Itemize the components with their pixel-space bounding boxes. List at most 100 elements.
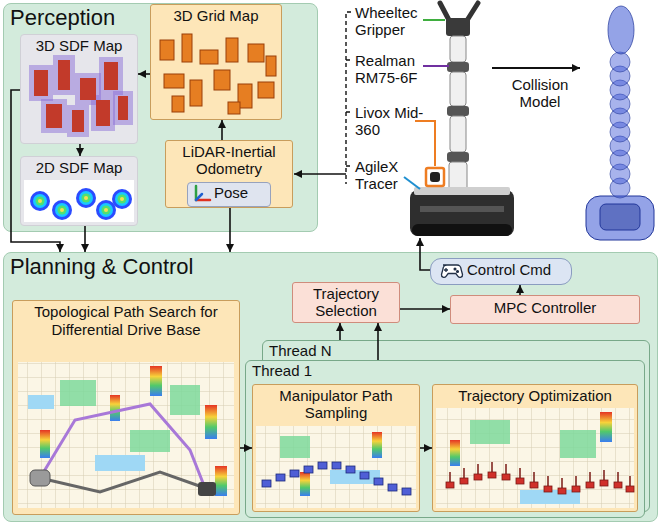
sampling-illustration-part <box>330 470 380 484</box>
optimization-illustration-part <box>450 440 460 466</box>
node-title: LiDAR-Inertial Odometry <box>170 143 288 177</box>
leader-lines-part <box>404 177 420 189</box>
leader-lines-part <box>423 19 445 21</box>
optimization-illustration-part-part <box>614 482 622 488</box>
optimization-illustration-part-part <box>544 486 552 492</box>
perception-panel: Perception3D SDF Map3D Grid Map2D SDF Ma… <box>3 3 318 232</box>
node-title: Control Cmd <box>467 259 565 281</box>
sdf-3d-illustration-part <box>34 70 48 96</box>
pose-axes-icon-part <box>196 199 210 202</box>
optimization-illustration-part <box>446 472 634 494</box>
command-box: Control Cmd <box>430 258 572 285</box>
sampling-illustration-part-part <box>304 466 313 473</box>
robot-illustration-part <box>410 190 514 236</box>
node-title: Planning & Control <box>10 254 651 280</box>
sdf-3d-illustration-part <box>104 62 118 90</box>
leader-lines-part <box>423 65 449 67</box>
robot-illustration-part <box>426 168 444 186</box>
pose-axes-icon-part <box>195 186 198 200</box>
robot-illustration-part <box>447 62 469 72</box>
collision-model-illustration-part <box>608 6 634 54</box>
robot-illustration-part <box>430 172 440 182</box>
optimization-illustration-part-part <box>449 472 451 482</box>
sdf-2d-illustration-part <box>55 203 69 217</box>
node-title: Manipulator Path Sampling <box>257 387 415 421</box>
pose-axes-icon-part <box>196 194 202 200</box>
grid-map-illustration-part <box>258 82 274 98</box>
topological-illustration-part <box>40 430 50 458</box>
robot-illustration-part <box>412 224 512 236</box>
node-title: 2D SDF Map <box>25 159 133 176</box>
topological-illustration-part <box>18 362 234 508</box>
robot-illustration-part <box>449 162 467 190</box>
controller-box: MPC Controller <box>450 295 640 324</box>
grid-map-illustration-part <box>228 102 240 114</box>
sampling-illustration-part-part <box>276 474 285 481</box>
node-title: Thread N <box>269 342 643 360</box>
optimization-illustration-part-part <box>572 486 580 492</box>
sdf-3d-illustration-part <box>72 110 84 132</box>
sdf-3d-illustration-part <box>46 104 62 128</box>
sdf-2d-illustration-part <box>115 192 129 206</box>
sdf-3d-illustration-part <box>118 96 128 120</box>
optimization-illustration-part-part <box>491 462 493 472</box>
optimization-illustration-part-part <box>502 474 510 480</box>
collision-model-illustration-part <box>610 164 630 184</box>
sensor-bracket-part <box>294 173 346 174</box>
sdf-3d-illustration-part <box>67 105 89 137</box>
sampling-illustration-part-part <box>388 484 397 491</box>
sampling-illustration-part-part <box>290 470 299 477</box>
topological-illustration-part <box>198 482 216 496</box>
sampling-illustration <box>256 426 416 508</box>
optimization-illustration-part-part <box>488 472 496 478</box>
robot-illustration-part <box>450 36 466 62</box>
optimization-illustration-part <box>450 462 630 488</box>
grid-map-illustration-part <box>266 56 276 76</box>
optimization-illustration-part-part <box>575 476 577 486</box>
gamepad-icon-part <box>457 271 459 273</box>
flow-arrow <box>84 226 86 252</box>
map-box: 3D Grid Map <box>150 4 282 120</box>
collision-model-illustration-part <box>610 66 630 86</box>
optimization-illustration-part <box>560 430 596 458</box>
flow-arrow <box>79 144 81 156</box>
sdf-3d-illustration-part <box>99 57 123 95</box>
grid-map-illustration-part <box>200 50 218 64</box>
robot-illustration <box>410 3 514 236</box>
robot-illustration-part <box>447 106 469 116</box>
path-search-box: Topological Path Search for Differential… <box>12 300 240 515</box>
flow-arrow <box>519 285 521 295</box>
grid-map-illustration-part <box>214 70 230 90</box>
pose-box: Pose <box>187 182 271 207</box>
sdf-3d-illustration-part <box>53 55 75 95</box>
optimization-illustration-part-part <box>477 464 479 474</box>
optimization-illustration-part-part <box>474 474 482 480</box>
gamepad-icon-part <box>441 265 462 277</box>
part-label: Livox Mid-360 <box>355 104 429 138</box>
sdf-2d-illustration-part <box>60 208 64 212</box>
sdf-2d-illustration-part <box>52 200 72 220</box>
optimization-illustration-part-part <box>629 476 631 486</box>
sdf-2d-illustration-part <box>118 195 127 204</box>
grid-map-illustration-part <box>160 40 174 60</box>
optimization-illustration-part-part <box>558 488 566 494</box>
node-title: Trajectory Optimization <box>437 387 633 404</box>
sampling-illustration-part-part <box>374 478 383 485</box>
topological-illustration-part <box>205 405 217 439</box>
topological-illustration-part <box>110 395 120 421</box>
flow-arrow <box>138 73 150 75</box>
optimization-illustration-part <box>470 420 510 444</box>
sdf-2d-illustration-part <box>30 191 50 211</box>
thread-panel: Thread 1Manipulator Path SamplingTraject… <box>245 360 645 518</box>
optimization-illustration-part-part <box>516 478 524 484</box>
robot-illustration-part <box>420 206 504 212</box>
sdf-2d-illustration-part <box>79 191 93 205</box>
flow-arrow <box>420 447 432 449</box>
flow-arrow <box>229 208 231 252</box>
sdf-3d-illustration-part <box>29 65 53 101</box>
optimization-illustration-part <box>600 412 612 442</box>
node-title: Perception <box>10 5 311 31</box>
sdf-2d-illustration-part <box>82 194 91 203</box>
topological-illustration-part <box>215 466 227 496</box>
